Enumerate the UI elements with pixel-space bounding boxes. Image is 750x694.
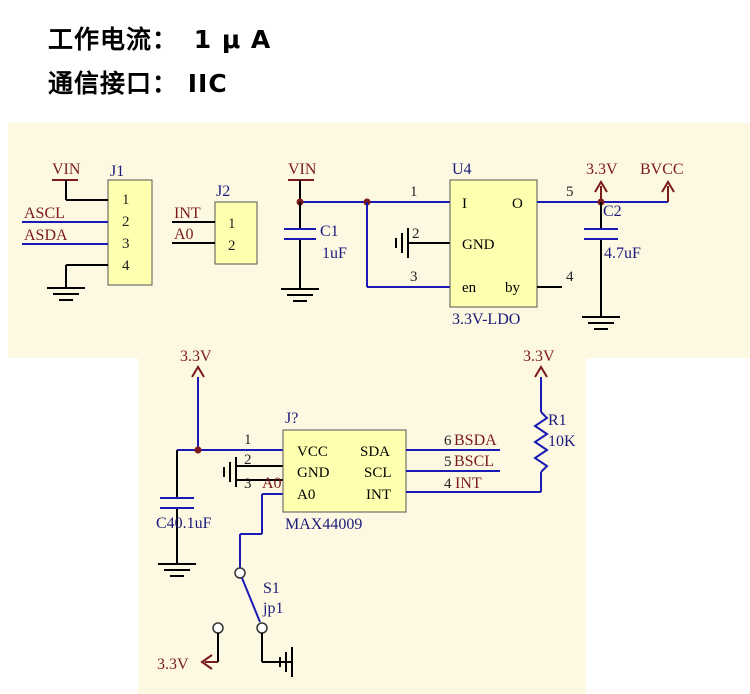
- u4-pin-5: 5: [566, 184, 574, 200]
- s1-designator: S1: [263, 580, 280, 597]
- interface-label: 通信接口：: [48, 69, 179, 98]
- r1-designator: R1: [548, 412, 567, 429]
- j1-pin-4: 4: [122, 258, 130, 274]
- j1-vin-net: VIN: [52, 161, 81, 178]
- jq-pin-2: 2: [244, 452, 252, 468]
- jq-gnd-label: GND: [297, 465, 330, 481]
- jq-a0-net: A0: [262, 475, 282, 492]
- lower-panel: [138, 356, 586, 694]
- u4-part-name: 3.3V-LDO: [452, 311, 520, 328]
- c4-label: C40.1uF: [156, 515, 212, 532]
- j1-pin-3: 3: [122, 236, 130, 252]
- r1-3v3-net: 3.3V: [523, 348, 555, 365]
- bvcc-net: BVCC: [640, 161, 684, 178]
- jq-pin-5: 5: [444, 454, 452, 470]
- u4-designator: U4: [452, 161, 472, 178]
- c1-designator: C1: [320, 223, 339, 240]
- ldo-section: VIN C1 1uF 1 3 2 U4 I O GND en by 3.3V-L…: [280, 161, 684, 330]
- j2-pin-1: 1: [228, 216, 236, 232]
- s1-3v3-net: 3.3V: [157, 656, 189, 673]
- u4-pin-gnd-label: GND: [462, 237, 495, 253]
- jq-pin-3: 3: [244, 476, 252, 492]
- j2-int-net: INT: [174, 205, 201, 222]
- jq-pin-6: 6: [444, 433, 452, 449]
- jq-a0-label: A0: [297, 487, 315, 503]
- j1-asda-net: ASDA: [24, 227, 68, 244]
- bscl-net: BSCL: [454, 453, 494, 470]
- j2-a0-net: A0: [174, 226, 194, 243]
- jq-pin-4: 4: [444, 476, 452, 492]
- sensor-3v3-net: 3.3V: [180, 348, 212, 365]
- j2-designator: J2: [216, 183, 230, 200]
- j1-designator: J1: [110, 163, 124, 180]
- jq-part-name: MAX44009: [285, 516, 362, 533]
- c2-value: 4.7uF: [604, 245, 641, 262]
- u4-pin-en-label: en: [462, 280, 477, 296]
- j1-pin-1: 1: [122, 192, 130, 208]
- vcc-junction: [194, 446, 202, 454]
- jq-vcc-label: VCC: [297, 444, 328, 460]
- jq-designator: J?: [285, 410, 298, 427]
- c2-designator: C2: [603, 203, 622, 220]
- u4-pin-3: 3: [410, 269, 418, 285]
- j2-pin-2: 2: [228, 238, 236, 254]
- u4-pin-in-label: I: [462, 196, 467, 212]
- jq-int-net: INT: [455, 475, 482, 492]
- j1-ascl-net: ASCL: [24, 205, 65, 222]
- u4-pin-by-label: by: [505, 280, 521, 296]
- s1-v33-arrow-icon: [200, 654, 213, 670]
- u4-pin-2: 2: [412, 226, 420, 242]
- jq-scl-label: SCL: [364, 465, 392, 481]
- ldo-vin-net: VIN: [288, 161, 317, 178]
- jq-sda-label: SDA: [360, 444, 390, 460]
- jq-pin-1: 1: [244, 432, 252, 448]
- u4-pin-4: 4: [566, 269, 574, 285]
- current-label: 工作电流：: [48, 25, 179, 54]
- s1-value: jp1: [262, 600, 283, 617]
- header-line-current: 工作电流： 1 μ A: [48, 20, 271, 56]
- interface-value: IIC: [187, 69, 228, 98]
- u4-pin-1: 1: [410, 184, 418, 200]
- ldo-3v3-net: 3.3V: [586, 161, 618, 178]
- sensor-section: 3.3V 1 C40.1uF 2 3 A0 S1 jp1: [156, 348, 576, 678]
- c1-value: 1uF: [322, 245, 347, 262]
- connector-j2: J2 1 2 INT A0: [172, 183, 258, 265]
- jq-int-label: INT: [366, 487, 391, 503]
- r1-value: 10K: [548, 433, 576, 450]
- bsda-net: BSDA: [454, 432, 497, 449]
- j1-pin-2: 2: [122, 214, 130, 230]
- header-line-interface: 通信接口： IIC: [48, 64, 228, 100]
- u4-pin-out-label: O: [512, 196, 523, 212]
- current-value: 1 μ A: [193, 25, 272, 54]
- connector-j1: J1 1 2 3 4 VIN ASCL ASDA: [22, 161, 153, 301]
